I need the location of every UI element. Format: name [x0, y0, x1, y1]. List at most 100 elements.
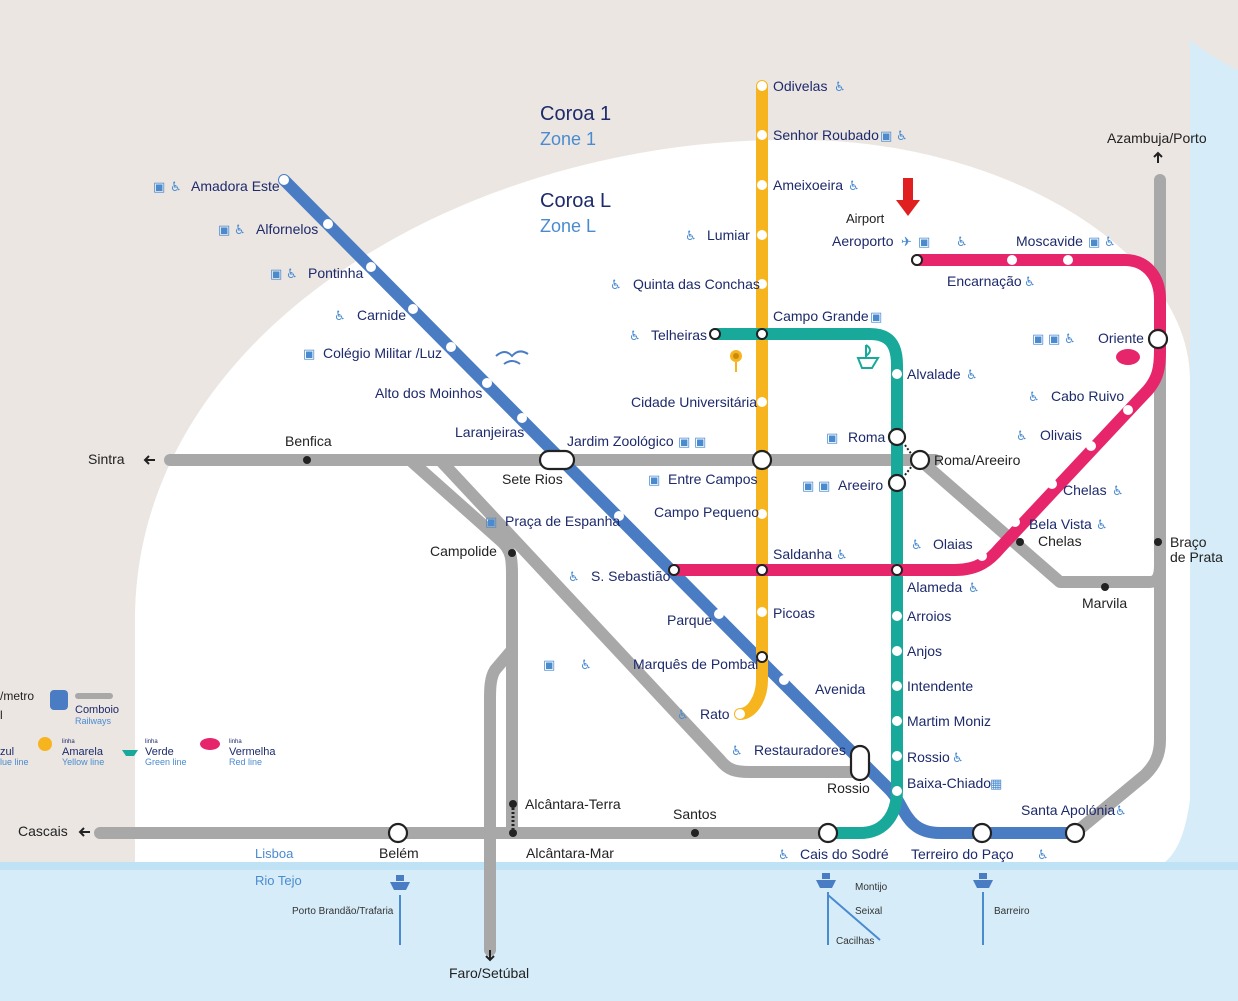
rail-benfica[interactable]: Benfica	[285, 433, 332, 449]
station-dot[interactable]	[757, 130, 767, 140]
station-alvalade[interactable]: Alvalade	[907, 366, 961, 382]
ferry-barreiro[interactable]: Barreiro	[994, 906, 1030, 917]
station-dot[interactable]	[757, 81, 767, 91]
station-dot[interactable]	[446, 342, 456, 352]
rail-dot-campolide[interactable]	[508, 549, 516, 557]
interchange-terreiro-paco[interactable]	[971, 822, 993, 844]
interchange-oriente[interactable]	[1147, 328, 1169, 350]
interchange-santa-apolonia[interactable]	[1064, 822, 1086, 844]
rail-alcantara-mar[interactable]: Alcântara-Mar	[526, 845, 614, 861]
station-santa-apolonia[interactable]: Santa Apolónia	[1021, 802, 1115, 818]
station-dot[interactable]	[1086, 441, 1096, 451]
station-ameixoeira[interactable]: Ameixoeira	[773, 177, 843, 193]
station-dot[interactable]	[757, 180, 767, 190]
interchange-rossio[interactable]	[849, 744, 871, 782]
station-praca-espanha[interactable]: Praça de Espanha	[505, 513, 620, 529]
station-dot[interactable]	[1007, 255, 1017, 265]
station-cidade-universitaria[interactable]: Cidade Universitária	[631, 394, 757, 410]
station-s-sebastiao[interactable]: S. Sebastião	[591, 568, 671, 584]
ferry-cacilhas[interactable]: Cacilhas	[836, 936, 874, 947]
station-colegio-militar[interactable]: Colégio Militar /Luz	[323, 345, 442, 361]
station-dot[interactable]	[757, 230, 767, 240]
interchange-sete-rios[interactable]	[538, 449, 576, 471]
station-dot[interactable]	[892, 611, 902, 621]
station-avenida[interactable]: Avenida	[815, 681, 866, 697]
rail-dot-alcantara-terra[interactable]	[509, 800, 517, 808]
interchange-marques-pombal[interactable]	[756, 651, 768, 663]
station-dot[interactable]	[366, 262, 376, 272]
station-picoas[interactable]: Picoas	[773, 605, 815, 621]
station-encarnacao[interactable]: Encarnação	[947, 273, 1022, 289]
station-dot[interactable]	[408, 304, 418, 314]
interchange-campo-grande[interactable]	[756, 328, 768, 340]
rail-alcantara-terra[interactable]: Alcântara-Terra	[525, 796, 621, 812]
station-cais-sodre[interactable]: Cais do Sodré	[800, 846, 889, 862]
station-moscavide[interactable]: Moscavide	[1016, 233, 1083, 249]
ferry-seixal[interactable]: Seixal	[855, 906, 882, 917]
interchange-cais-sodre[interactable]	[817, 822, 839, 844]
station-pontinha[interactable]: Pontinha	[308, 265, 363, 281]
station-dot[interactable]	[1063, 255, 1073, 265]
station-restauradores[interactable]: Restauradores	[754, 742, 846, 758]
ferry-porto-brandao[interactable]: Porto Brandão/Trafaria	[292, 906, 394, 917]
rail-chelas[interactable]: Chelas	[1038, 533, 1082, 549]
station-marques-pombal[interactable]: Marquês de Pombal	[633, 656, 758, 672]
station-dot[interactable]	[892, 751, 902, 761]
station-alameda[interactable]: Alameda	[907, 579, 962, 595]
rail-rossio[interactable]: Rossio	[827, 780, 870, 796]
station-terreiro-paco[interactable]: Terreiro do Paço	[911, 846, 1014, 862]
rail-sintra[interactable]: Sintra	[88, 451, 125, 467]
rail-santos[interactable]: Santos	[673, 806, 717, 822]
rail-campolide[interactable]: Campolide	[430, 543, 497, 559]
rail-de-prata[interactable]: de Prata	[1170, 549, 1223, 565]
interchange-entre-campos[interactable]	[751, 449, 773, 471]
station-dot[interactable]	[735, 709, 745, 719]
rail-dot-marvila[interactable]	[1101, 583, 1109, 591]
station-dot[interactable]	[977, 551, 987, 561]
interchange-saldanha[interactable]	[756, 564, 768, 576]
station-dot[interactable]	[1123, 405, 1133, 415]
station-quinta-conchas[interactable]: Quinta das Conchas	[633, 276, 760, 292]
station-dot[interactable]	[714, 609, 724, 619]
station-amadora-este[interactable]: Amadora Este	[191, 178, 280, 194]
station-baixa-chiado[interactable]: Baixa-Chiado	[907, 775, 991, 791]
station-dot[interactable]	[757, 397, 767, 407]
station-dot[interactable]	[279, 175, 289, 185]
station-dot[interactable]	[892, 786, 902, 796]
station-dot[interactable]	[892, 369, 902, 379]
rail-dot-benfica[interactable]	[303, 456, 311, 464]
station-dot[interactable]	[517, 413, 527, 423]
station-odivelas[interactable]: Odivelas	[773, 78, 827, 94]
station-dot[interactable]	[892, 716, 902, 726]
interchange-roma-areeiro-rail[interactable]	[909, 449, 931, 471]
station-entre-campos[interactable]: Entre Campos	[668, 471, 757, 487]
interchange-belem[interactable]	[387, 822, 409, 844]
station-olivais[interactable]: Olivais	[1040, 427, 1082, 443]
station-oriente[interactable]: Oriente	[1098, 330, 1144, 346]
station-anjos[interactable]: Anjos	[907, 643, 942, 659]
station-saldanha[interactable]: Saldanha	[773, 546, 832, 562]
station-martim-moniz[interactable]: Martim Moniz	[907, 713, 991, 729]
station-parque[interactable]: Parque	[667, 612, 712, 628]
rail-dot-braco-prata[interactable]	[1154, 538, 1162, 546]
station-rato[interactable]: Rato	[700, 706, 730, 722]
station-jardim-zoologico[interactable]: Jardim Zoológico	[567, 433, 674, 449]
rail-azambuja[interactable]: Azambuja/Porto	[1107, 130, 1207, 146]
station-dot[interactable]	[323, 219, 333, 229]
station-carnide[interactable]: Carnide	[357, 307, 406, 323]
rail-marvila[interactable]: Marvila	[1082, 595, 1127, 611]
station-senhor-roubado[interactable]: Senhor Roubado	[773, 127, 879, 143]
interchange-aeroporto[interactable]	[911, 254, 923, 266]
rail-cascais[interactable]: Cascais	[18, 823, 68, 839]
station-rossio[interactable]: Rossio	[907, 749, 950, 765]
interchange-areeiro[interactable]	[887, 473, 907, 493]
rail-roma-areeiro[interactable]: Roma/Areeiro	[934, 452, 1021, 468]
ferry-montijo[interactable]: Montijo	[855, 882, 888, 893]
interchange-roma[interactable]	[887, 427, 907, 447]
rail-sete-rios[interactable]: Sete Rios	[502, 471, 563, 487]
station-roma[interactable]: Roma	[848, 429, 886, 445]
station-dot[interactable]	[482, 378, 492, 388]
station-laranjeiras[interactable]: Laranjeiras	[455, 424, 524, 440]
rail-braco[interactable]: Braço	[1170, 534, 1207, 550]
rail-dot-santos[interactable]	[691, 829, 699, 837]
